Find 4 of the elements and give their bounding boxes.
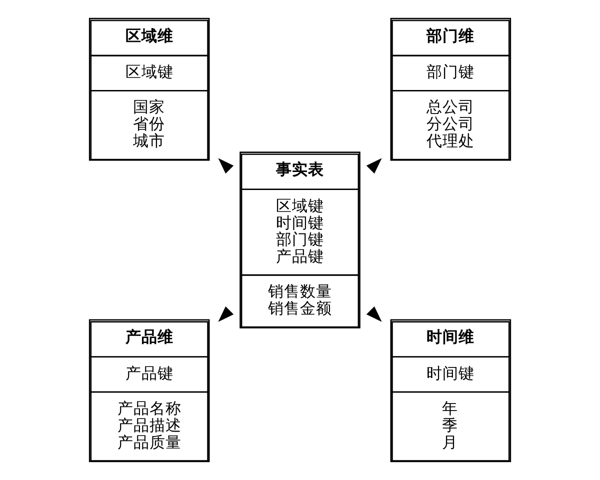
arrow [218,306,234,322]
arrow [218,158,234,174]
arrow [366,158,382,174]
arrow [366,306,382,322]
